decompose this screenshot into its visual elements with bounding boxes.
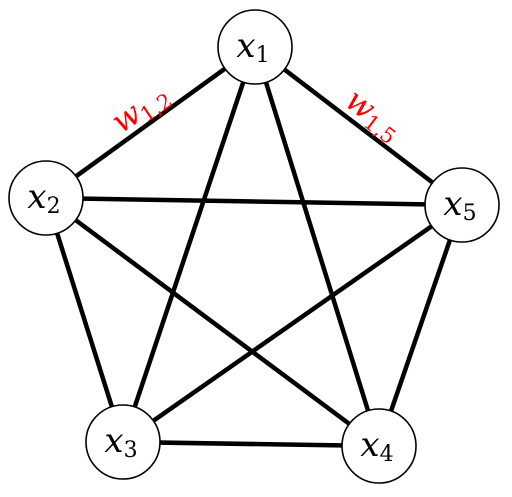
edge-x4-x5: [376, 202, 465, 449]
node-label: x3: [104, 421, 137, 463]
edge-x2-x5: [43, 195, 465, 208]
edge-x3-x5: [120, 202, 465, 445]
node-label-base: x: [104, 421, 123, 461]
node-label-base: x: [360, 425, 379, 465]
node-label-subscript: 2: [47, 194, 61, 219]
edge-layer: [43, 44, 465, 449]
node-label-base: x: [27, 177, 46, 217]
node-circle: [341, 408, 417, 484]
node-x2: x2: [8, 160, 84, 236]
node-label-subscript: 5: [463, 201, 477, 226]
node-label-subscript: 3: [124, 438, 138, 463]
node-x1: x1: [217, 9, 293, 85]
node-circle: [8, 160, 84, 236]
node-x3: x3: [85, 404, 161, 480]
node-x5: x5: [424, 167, 500, 243]
edge-x2-x4: [43, 195, 382, 449]
node-label-subscript: 4: [380, 442, 394, 467]
node-label: x4: [360, 425, 393, 467]
node-label: x5: [443, 184, 476, 226]
node-x4: x4: [341, 408, 417, 484]
edge-x1-x4: [252, 44, 382, 449]
node-label: x1: [236, 26, 269, 68]
node-circle: [424, 167, 500, 243]
edge-x1-x2: [43, 44, 258, 201]
node-circle: [85, 404, 161, 480]
node-label-base: x: [236, 26, 255, 66]
edge-x1-x3: [120, 44, 258, 445]
edge-weight-label-x1-x5: w1,5: [338, 80, 411, 149]
node-label-subscript: 1: [256, 43, 270, 68]
node-circle: [217, 9, 293, 85]
edge-x2-x3: [43, 195, 126, 445]
node-label: x2: [27, 177, 60, 219]
node-label-base: x: [443, 184, 462, 224]
edge-x3-x4: [120, 439, 382, 449]
edge-x1-x5: [252, 44, 465, 208]
